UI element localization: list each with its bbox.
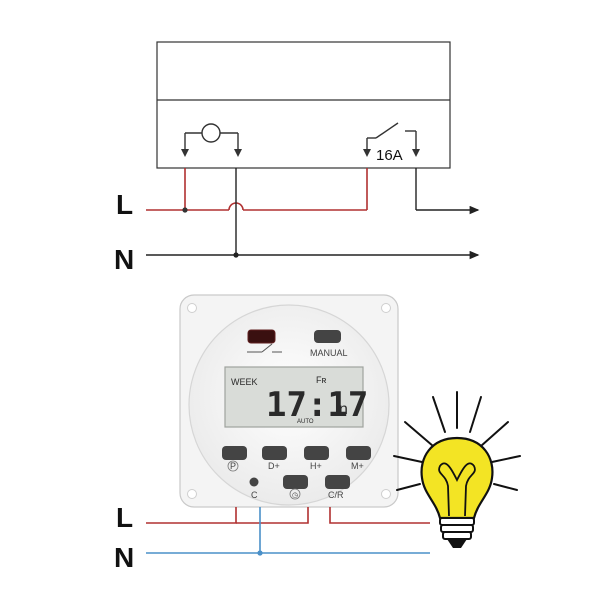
- clear-button[interactable]: [249, 477, 259, 487]
- relay-contact-symbol: 16A: [363, 122, 420, 164]
- manual-button[interactable]: [314, 330, 341, 343]
- bulb-base: [439, 517, 475, 548]
- lcd-day-label: Fʀ: [316, 375, 326, 385]
- live-label-bottom: L: [116, 502, 133, 533]
- power-indicator: [247, 329, 276, 344]
- bulb-filament: [438, 462, 476, 517]
- cancel-recall-button[interactable]: [325, 475, 350, 489]
- cancel-recall-label: C/R: [328, 490, 344, 500]
- timer-housing-box: [156, 41, 451, 169]
- program-button[interactable]: [222, 446, 247, 460]
- motor-symbol: [181, 123, 242, 157]
- minute-plus-label: M+: [351, 461, 364, 471]
- contact-rating-label: 16A: [376, 147, 403, 164]
- clock-button-label: ◷: [292, 492, 298, 499]
- clock-button[interactable]: [283, 475, 308, 489]
- manual-button-label: MANUAL: [310, 348, 348, 358]
- switch-state-symbol: [247, 343, 282, 353]
- timer-device: MANUAL WEEK Fʀ 17:17 n AUTO P D+ H+ M+ C…: [179, 294, 399, 508]
- program-button-label: P: [230, 461, 236, 471]
- schematic-wires: [146, 168, 480, 260]
- neutral-label-bottom: N: [114, 542, 134, 573]
- bottom-wiring: [146, 507, 430, 556]
- lcd-mode-glyph: n: [339, 401, 348, 418]
- load-wire-bottom: [329, 507, 430, 524]
- day-plus-button[interactable]: [262, 446, 287, 460]
- lcd-time: 17:17: [266, 385, 368, 425]
- neutral-label-top: N: [114, 244, 134, 275]
- schematic-section: 16A L N: [114, 41, 480, 275]
- bulb-glass: [420, 436, 494, 520]
- live-label-top: L: [116, 189, 133, 220]
- light-bulb: [393, 391, 521, 548]
- hour-plus-label: H+: [310, 461, 322, 471]
- bulb-rays: [393, 391, 521, 491]
- hour-plus-button[interactable]: [304, 446, 329, 460]
- clear-button-label: C: [251, 490, 258, 500]
- minute-plus-button[interactable]: [346, 446, 371, 460]
- live-wire-bottom: [146, 507, 237, 524]
- day-plus-label: D+: [268, 461, 280, 471]
- lcd-display: WEEK Fʀ 17:17 n AUTO: [224, 366, 368, 428]
- lcd-auto-label: AUTO: [297, 419, 314, 425]
- lcd-week-label: WEEK: [231, 377, 258, 387]
